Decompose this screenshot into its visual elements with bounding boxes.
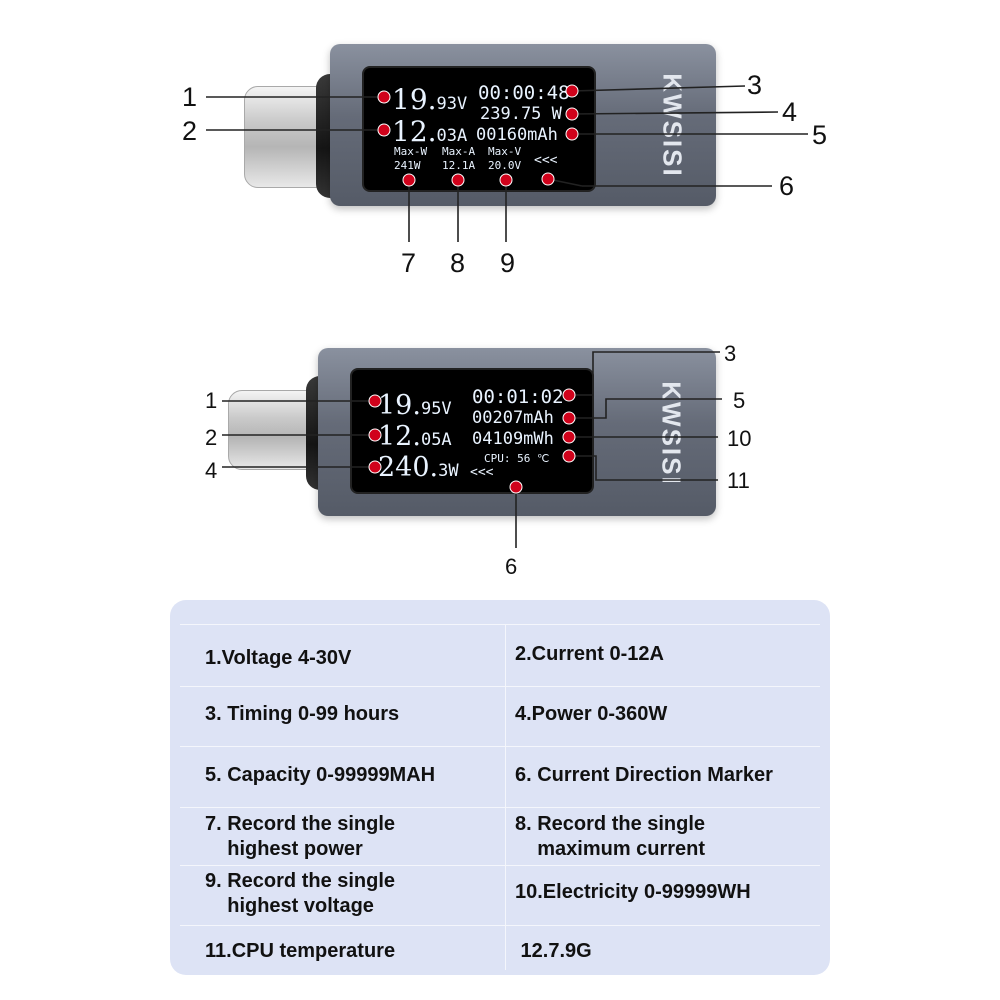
table-cell: 2.Current 0-12A xyxy=(515,643,664,665)
callout-number: 5 xyxy=(812,120,828,150)
callout-number: 2 xyxy=(205,425,218,450)
table-divider xyxy=(505,624,506,970)
callout-number: 11 xyxy=(727,468,750,493)
table-divider xyxy=(180,624,820,625)
callout-number: 6 xyxy=(505,554,518,579)
table-cell: 8. Record the single maximum current xyxy=(515,813,706,860)
capacity-readout: 00160mAh xyxy=(476,125,558,145)
table-cell: 9. Record the single highest voltage xyxy=(205,870,396,917)
current-readout: 12.03A xyxy=(392,115,468,148)
callout-number: 4 xyxy=(782,97,798,127)
timer-readout: 00:00:48 xyxy=(478,82,570,104)
callout-number: 8 xyxy=(450,248,466,278)
timer-readout: 00:01:02 xyxy=(472,386,564,408)
usb-c-plug-top xyxy=(244,86,328,188)
power-readout: 240.3W xyxy=(378,452,459,483)
max-v-label: Max-V xyxy=(488,145,522,158)
callout-number: 3 xyxy=(747,70,763,100)
direction-marker: <<< xyxy=(534,153,558,168)
direction-marker: <<< xyxy=(470,465,494,480)
callout-number: 9 xyxy=(500,248,516,278)
spec-table xyxy=(170,600,830,975)
max-a-label: Max-A xyxy=(442,145,476,158)
cpu-temperature: CPU: 56 ℃ xyxy=(484,452,550,465)
brand-logo-top: KWSISI xyxy=(657,73,688,178)
callout-number: 4 xyxy=(205,458,218,483)
max-w-label: Max-W xyxy=(394,145,428,158)
callout-number: 2 xyxy=(182,116,198,146)
callout-number: 10 xyxy=(727,426,752,451)
callout-number: 1 xyxy=(205,388,218,413)
power-readout: 239.75 W xyxy=(480,104,562,124)
table-cell: 11.CPU temperature xyxy=(205,940,396,962)
table-divider xyxy=(180,925,820,926)
callout-number: 1 xyxy=(182,82,198,112)
capacity-readout: 00207mAh xyxy=(472,408,554,428)
callout-number: 6 xyxy=(779,171,795,201)
table-divider xyxy=(180,746,820,747)
table-cell: 5. Capacity 0-99999MAH xyxy=(205,764,436,786)
lcd-screen-bottom: 19.95V 12.05A 240.3W 00:01:02 00207mAh 0… xyxy=(350,368,594,494)
callout-number: 5 xyxy=(733,388,746,413)
table-cell: 4.Power 0-360W xyxy=(515,703,668,725)
energy-readout: 04109mWh xyxy=(472,429,554,449)
table-cell: 3. Timing 0-99 hours xyxy=(205,703,400,725)
table-divider xyxy=(180,865,820,866)
voltage-readout: 19.93V xyxy=(392,83,468,116)
table-divider xyxy=(180,686,820,687)
table-divider xyxy=(180,807,820,808)
table-cell: 6. Current Direction Marker xyxy=(515,764,773,786)
table-cell: 7. Record the single highest power xyxy=(205,813,396,860)
max-w-value: 241W xyxy=(394,159,421,172)
table-cell: 10.Electricity 0-99999WH xyxy=(515,881,751,903)
voltage-readout: 19.95V xyxy=(378,390,452,421)
max-v-value: 20.0V xyxy=(488,159,522,172)
current-readout: 12.05A xyxy=(378,421,452,452)
callout-number: 3 xyxy=(724,341,737,366)
table-cell: 1.Voltage 4-30V xyxy=(205,647,352,669)
max-a-value: 12.1A xyxy=(442,159,476,172)
lcd-screen-top: 19.93V 12.03A 00:00:48 239.75 W 00160mAh… xyxy=(362,66,596,192)
brand-logo-bottom: KWSISI xyxy=(656,381,687,486)
table-cell: 12.7.9G xyxy=(515,940,592,962)
callout-number: 7 xyxy=(401,248,417,278)
